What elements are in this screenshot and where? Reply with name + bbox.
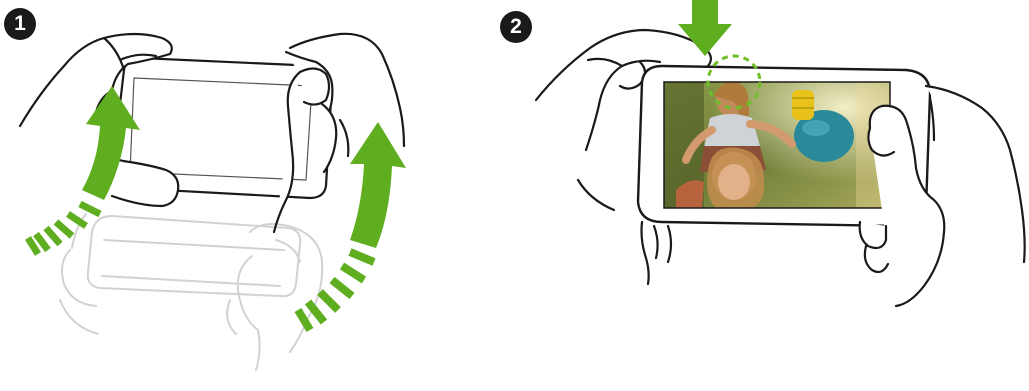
left-hand-fingers <box>642 222 672 284</box>
step-1-panel: 1 <box>0 0 470 391</box>
step-1-badge: 1 <box>4 8 36 40</box>
step-1-drawing <box>0 0 470 391</box>
right-hand <box>860 86 1025 306</box>
step-2-badge: 2 <box>500 11 532 43</box>
step-2-panel: 2 <box>490 0 1029 391</box>
phone-ghost-icon <box>60 214 322 370</box>
camera-viewfinder-photo <box>664 82 890 208</box>
step-2-drawing <box>490 0 1029 391</box>
